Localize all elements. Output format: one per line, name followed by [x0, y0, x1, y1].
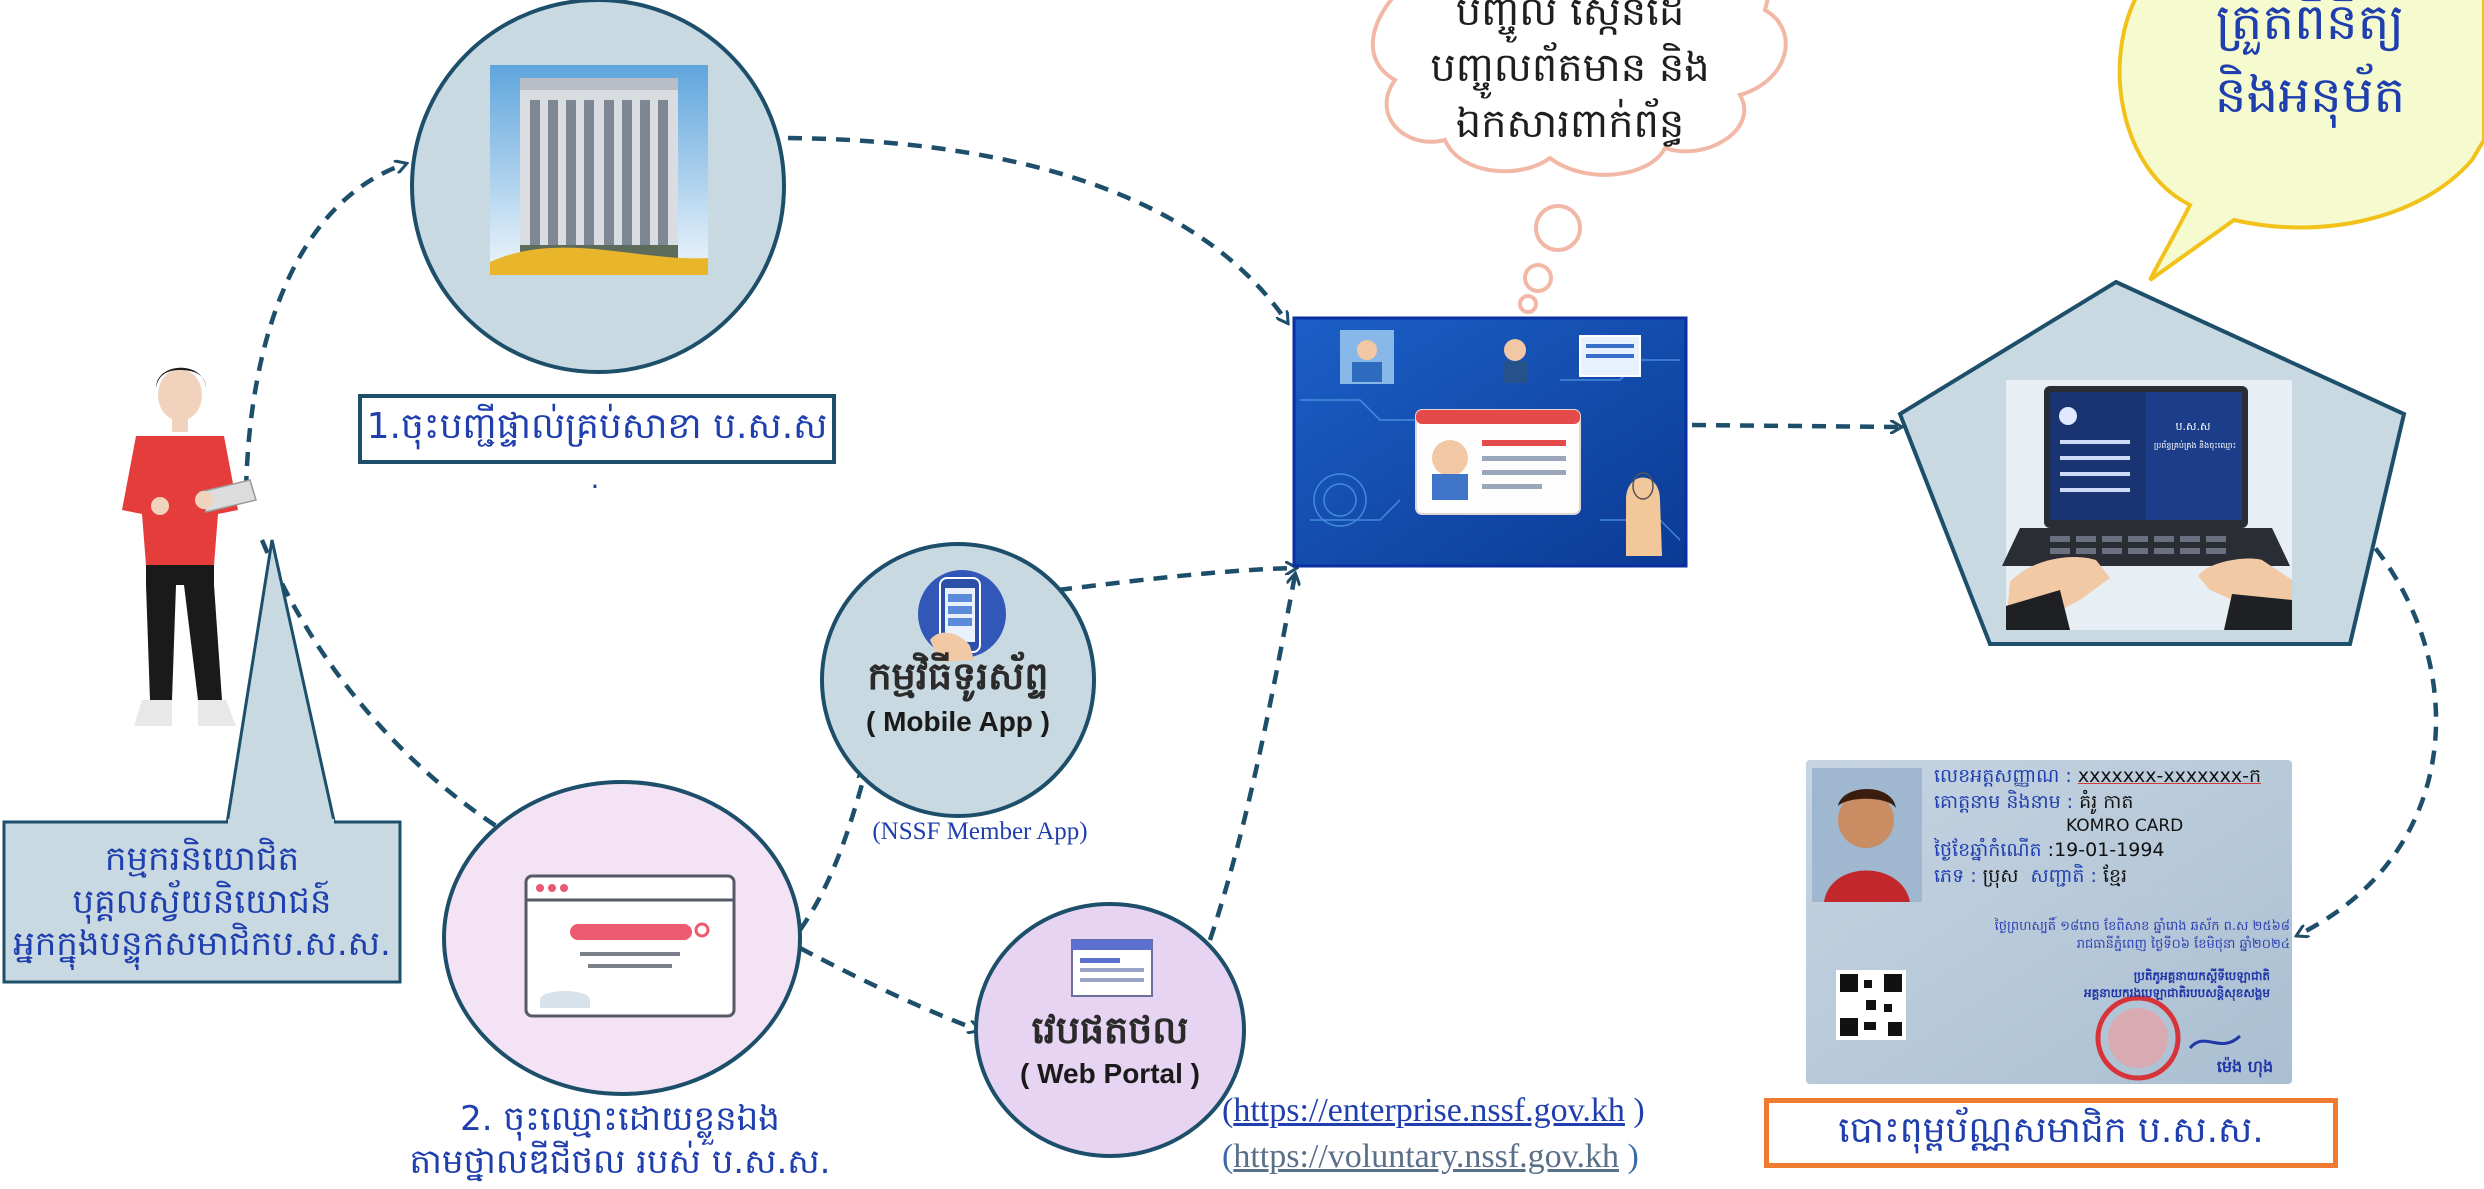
branch-registration-text: 1.ចុះបញ្ជីផ្ទាល់គ្រប់សាខា ប.ស.ស: [366, 405, 828, 447]
arrow-branch-to-scan: [787, 135, 1287, 322]
enterprise-portal-link-row: (https://enterprise.nssf.gov.kh ): [1222, 1092, 1645, 1129]
mobile-app-circle: [820, 542, 1096, 818]
print-card-caption-text: បោះពុម្ពប័ណ្ណសមាជិក ប.ស.ស.: [1838, 1109, 2264, 1151]
card-issuer-line1: ប្រតិភូអគ្គនាយកស្តីទីបេឡាជាតិ: [2133, 969, 2270, 983]
phone-icon: [918, 570, 1006, 662]
card-dob-value: :19-01-1994: [2047, 839, 2165, 862]
web-portal-circle: [974, 902, 1246, 1158]
online-registration-line1: 2. ចុះឈ្មោះដោយខ្លួនឯង: [460, 1099, 780, 1139]
cloud-line1: បញ្ចូល ស្កេនដែ: [1455, 0, 1685, 35]
arrow-scan-to-review: [1691, 425, 1900, 427]
person-illustration: [122, 367, 257, 726]
card-name-latin: KOMRO CARD: [2066, 816, 2184, 837]
member-type-self-employed: បុគ្គលស្វ័យនិយោជន៍: [72, 881, 332, 922]
building-icon: [490, 65, 708, 275]
member-types-box: [2, 820, 402, 984]
card-signer: ម៉េង ហុង: [2216, 1057, 2274, 1076]
laptop-screen-subtitle: ប្រព័ន្ធគ្រប់គ្រង និងចុះឈ្មោះ: [2153, 441, 2237, 450]
mobile-app-title: កម្មវិធីទូរស័ព្ទ: [867, 654, 1049, 698]
member-types-text: កម្មករនិយោជិត បុគ្គលស្វ័យនិយោជន៍ អ្នកក្ន…: [8, 826, 396, 978]
card-fields: លេខអត្តសញ្ញាណ : xxxxxxx-xxxxxxx-ក គោត្តន…: [1934, 764, 2290, 890]
card-sex-row: ភេទ : ប្រុស សញ្ជាតិ : ខ្មែរ: [1934, 864, 2290, 890]
card-issuer-line2: អគ្គនាយករងបេឡាជាតិរបបសន្តិសុខសង្គម: [2083, 985, 2270, 1000]
card-name-label: គោត្តនាម និងនាម :: [1934, 790, 2074, 813]
review-speech-bubble: [2117, 0, 2484, 282]
card-id-row: លេខអត្តសញ្ញាណ : xxxxxxx-xxxxxxx-ក: [1934, 764, 2290, 790]
member-type-dependent: អ្នកក្នុងបន្ទុកសមាជិកប.ស.ស.: [13, 924, 391, 965]
web-portal-subtitle: ( Web Portal ): [1020, 1058, 1200, 1089]
card-sex-value: ប្រុស: [1982, 864, 2019, 887]
review-line1: ត្រួតពិនិត្យ: [2215, 0, 2405, 51]
enterprise-portal-link[interactable]: https://enterprise.nssf.gov.kh: [1233, 1092, 1625, 1129]
card-nationality-label: សញ្ជាតិ :: [2030, 864, 2097, 887]
cloud-line2: បញ្ចូលព័តមាន និង: [1430, 45, 1710, 91]
arrow-digital-to-web: [798, 946, 978, 1030]
card-dob-label: ថ្ងៃខែឆ្នាំកំណើត: [1934, 839, 2042, 862]
cloud-text: បញ្ចូល ស្កេនដែ បញ្ចូលព័តមាន និង ឯកសារពាក…: [1390, 0, 1750, 152]
card-id-label: លេខអត្តសញ្ញាណ :: [1934, 765, 2072, 787]
laptop-icon: [2002, 380, 2292, 630]
card-sex-label: ភេទ :: [1934, 864, 1977, 887]
card-name-value: គំរូ កាត: [2079, 790, 2134, 813]
review-line2: និងអនុម័ត: [2214, 65, 2406, 124]
thought-cloud: [1370, 0, 1788, 314]
branch-registration-label: 1.ចុះបញ្ជីផ្ទាល់គ្រប់សាខា ប.ស.ស: [358, 394, 836, 464]
card-dob-row: ថ្ងៃខែឆ្នាំកំណើត :19-01-1994: [1934, 838, 2290, 864]
member-types-callout-pointer: [224, 539, 338, 832]
web-portal-title: វេបផតថល: [1031, 1008, 1189, 1052]
membership-card: [1805, 760, 2293, 1084]
card-issuer-lines: ប្រតិភូអគ្គនាយកស្តីទីបេឡាជាតិ អគ្គនាយករង…: [2030, 968, 2270, 1002]
card-id-value: xxxxxxx-xxxxxxx-ក: [2077, 765, 2262, 787]
member-type-employee: កម្មករនិយោជិត: [104, 839, 300, 880]
arrow-web-to-scan: [1207, 575, 1295, 941]
laptop-screen-title: ប.ស.ស: [2175, 420, 2211, 433]
browser-window-icon: [524, 874, 736, 1018]
voluntary-portal-link[interactable]: https://voluntary.nssf.gov.kh: [1233, 1138, 1619, 1175]
web-page-icon: [1071, 939, 1153, 997]
print-card-caption: បោះពុម្ពប័ណ្ណសមាជិក ប.ស.ស.: [1764, 1098, 2338, 1168]
voluntary-portal-link-row: (https://voluntary.nssf.gov.kh ): [1222, 1138, 1639, 1175]
online-registration-line2: តាមថ្នាលឌីជីថល របស់ ប.ស.ស.: [409, 1141, 831, 1182]
card-name-row: គោត្តនាម និងនាម : គំរូ កាត: [1934, 790, 2290, 816]
online-registration-label: 2. ចុះឈ្មោះដោយខ្លួនឯង តាមថ្នាលឌីជីថល របស…: [360, 1098, 880, 1183]
arrow-digital-to-mobile: [798, 770, 866, 932]
card-date-lines: ថ្ងៃព្រហស្បតិ៍ ១៨រោច ខែពិសាខ ឆ្នាំរោង ឆស…: [1930, 918, 2290, 953]
cloud-line3: ឯកសារពាក់ព័ន្ធ: [1455, 101, 1685, 147]
arrow-mobile-to-scan: [1057, 568, 1295, 593]
branch-label-dot: .: [590, 462, 600, 495]
card-nationality-value: ខ្មែរ: [2102, 864, 2128, 887]
card-date-line2: រាជធានីភ្នំពេញ ថ្ងៃទី០៦ ខែមិថុនា ឆ្នាំ២០…: [2076, 936, 2290, 952]
mobile-app-caption: (NSSF Member App): [872, 818, 1088, 845]
flow-arrows: [243, 135, 2439, 1030]
scan-data-entry-image: [1292, 316, 1688, 568]
review-approve-text: ត្រួតពិនិត្យ និងអនុម័ត: [2160, 0, 2460, 131]
arrow-person-to-digital: [259, 539, 512, 836]
arrow-person-to-branch: [243, 164, 405, 491]
card-date-line1: ថ្ងៃព្រហស្បតិ៍ ១៨រោច ខែពិសាខ ឆ្នាំរោង ឆស…: [1994, 919, 2290, 934]
mobile-app-subtitle: ( Mobile App ): [865, 706, 1051, 737]
